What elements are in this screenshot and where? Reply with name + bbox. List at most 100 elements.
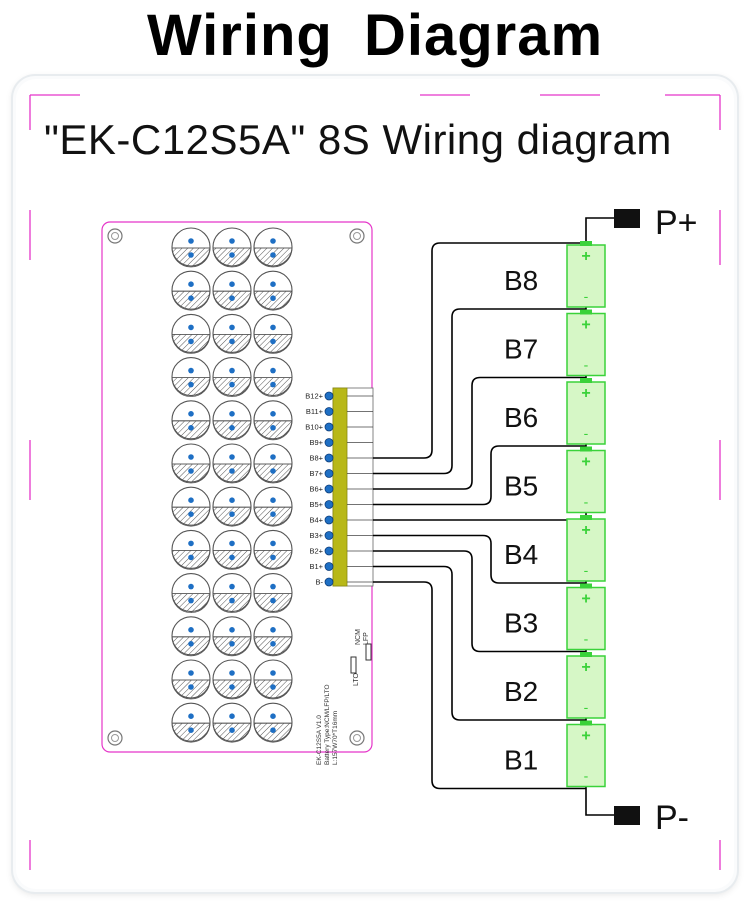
capacitor xyxy=(212,616,252,657)
battery-cell-b1: + - B1 xyxy=(504,720,606,788)
pin-label: B4+ xyxy=(309,516,323,525)
pin-b12-minusplus xyxy=(324,391,334,401)
capacitor xyxy=(212,400,252,441)
battery-label: B8 xyxy=(504,265,538,296)
balance-wire xyxy=(373,565,586,721)
pin-label: B8+ xyxy=(309,454,323,463)
battery-minus-sign: - xyxy=(584,494,589,510)
balance-wire xyxy=(373,534,586,584)
switch-label-ncm: NCM xyxy=(355,629,362,645)
battery-cap xyxy=(580,652,592,657)
mounting-hole xyxy=(107,730,123,746)
battery-plus-sign: + xyxy=(581,659,590,676)
battery-minus-sign: - xyxy=(584,562,589,578)
battery-plus-sign: + xyxy=(581,454,590,471)
battery-cell-b5: +-B5 xyxy=(504,446,606,514)
battery-type-switch xyxy=(350,656,357,674)
board-print-model: EK-C12S5A V1.0 xyxy=(316,715,323,765)
switch-label-lfp: LFP xyxy=(363,632,370,645)
pin-label: B1+ xyxy=(309,562,323,571)
capacitor xyxy=(212,443,252,484)
pin-b7-minusplus xyxy=(324,469,334,478)
mounting-hole xyxy=(107,228,123,244)
capacitor xyxy=(253,486,293,527)
pin-b6-minusplus xyxy=(324,484,334,494)
battery-plus-sign: + xyxy=(581,248,590,265)
capacitor xyxy=(212,702,252,743)
negative-terminal: P- xyxy=(614,799,689,837)
battery-cap xyxy=(580,241,592,246)
pin-label: B2+ xyxy=(309,547,323,556)
capacitor xyxy=(171,270,211,311)
battery-cap xyxy=(580,515,592,520)
pin-label: B9+ xyxy=(309,438,323,447)
battery-body xyxy=(566,586,606,651)
page-title: Wiring Diagram xyxy=(146,3,604,68)
battery-plus-sign: + xyxy=(581,385,590,402)
battery-label: B1 xyxy=(504,745,538,776)
battery-minus-sign: - xyxy=(584,357,589,373)
capacitor xyxy=(212,573,252,613)
balance-wire xyxy=(373,445,586,506)
capacitor xyxy=(212,357,252,397)
battery-body xyxy=(566,518,606,582)
battery-stack: +-B8+-B7+-B6+-B5+-B4+-B3+-B2+-B1 xyxy=(504,241,606,788)
capacitor-grid xyxy=(171,227,293,743)
battery-cap xyxy=(580,446,592,452)
battery-minus-sign: - xyxy=(584,425,589,441)
capacitor xyxy=(171,400,211,441)
capacitor xyxy=(212,486,252,527)
battery-plus-sign: + xyxy=(581,728,590,745)
pin-label: B12+ xyxy=(305,392,323,401)
capacitor xyxy=(171,573,211,613)
battery-plus-sign: + xyxy=(581,522,590,539)
pin-label: B7+ xyxy=(309,469,323,478)
capacitor xyxy=(171,486,211,527)
battery-cap xyxy=(580,583,592,589)
pin-b3-minusplus xyxy=(324,531,334,540)
capacitor xyxy=(253,443,293,484)
capacitor xyxy=(171,313,211,354)
battery-label: B3 xyxy=(504,608,538,639)
battery-cap xyxy=(580,720,592,726)
capacitor xyxy=(212,227,252,268)
battery-body xyxy=(566,381,606,445)
capacitor xyxy=(212,270,252,311)
pin-b10-minusplus xyxy=(324,422,334,432)
pin-b5-minusplus xyxy=(324,500,334,509)
balance-wire xyxy=(373,581,586,790)
pin-b8-minusplus xyxy=(324,453,334,463)
battery-cap xyxy=(580,309,592,315)
battery-plus-sign: + xyxy=(581,591,590,608)
pin-header: B12+B11+B10+B9+B8+B7+B6+B5+B4+B3+B2+B1+B… xyxy=(305,392,373,587)
pin-b2-minusplus xyxy=(324,546,334,556)
balancer-board: B12+B11+B10+B9+B8+B7+B6+B5+B4+B3+B2+B1+B… xyxy=(101,221,374,765)
pin-label: B5+ xyxy=(309,500,323,509)
capacitor xyxy=(171,443,211,484)
capacitor xyxy=(253,270,293,311)
capacitor xyxy=(253,702,293,743)
pin-b11-minusplus xyxy=(324,407,334,416)
capacitor xyxy=(253,313,293,354)
capacitor xyxy=(212,313,252,354)
battery-minus-sign: - xyxy=(584,288,589,304)
capacitor xyxy=(253,357,293,397)
battery-cell-b2: +-B2 xyxy=(504,652,606,719)
pin-label: B- xyxy=(316,578,324,587)
mounting-hole xyxy=(349,730,365,746)
balance-wires xyxy=(373,217,614,816)
battery-type-switch xyxy=(365,643,372,661)
board-print-size: L:157W70*T16mm xyxy=(332,711,339,765)
battery-minus-sign: - xyxy=(584,768,589,784)
negative-terminal-pad xyxy=(614,806,640,825)
battery-cell-b8: + - B8 xyxy=(504,241,606,308)
capacitor xyxy=(171,659,211,700)
battery-body xyxy=(566,655,606,719)
capacitor xyxy=(253,616,293,657)
switch-label-lto: LTO xyxy=(353,672,360,686)
diagram-subtitle: "EK-C12S5A" 8S Wiring diagram xyxy=(44,116,672,163)
positive-terminal-pad xyxy=(614,209,640,228)
capacitor xyxy=(171,702,211,743)
capacitor xyxy=(212,659,252,700)
